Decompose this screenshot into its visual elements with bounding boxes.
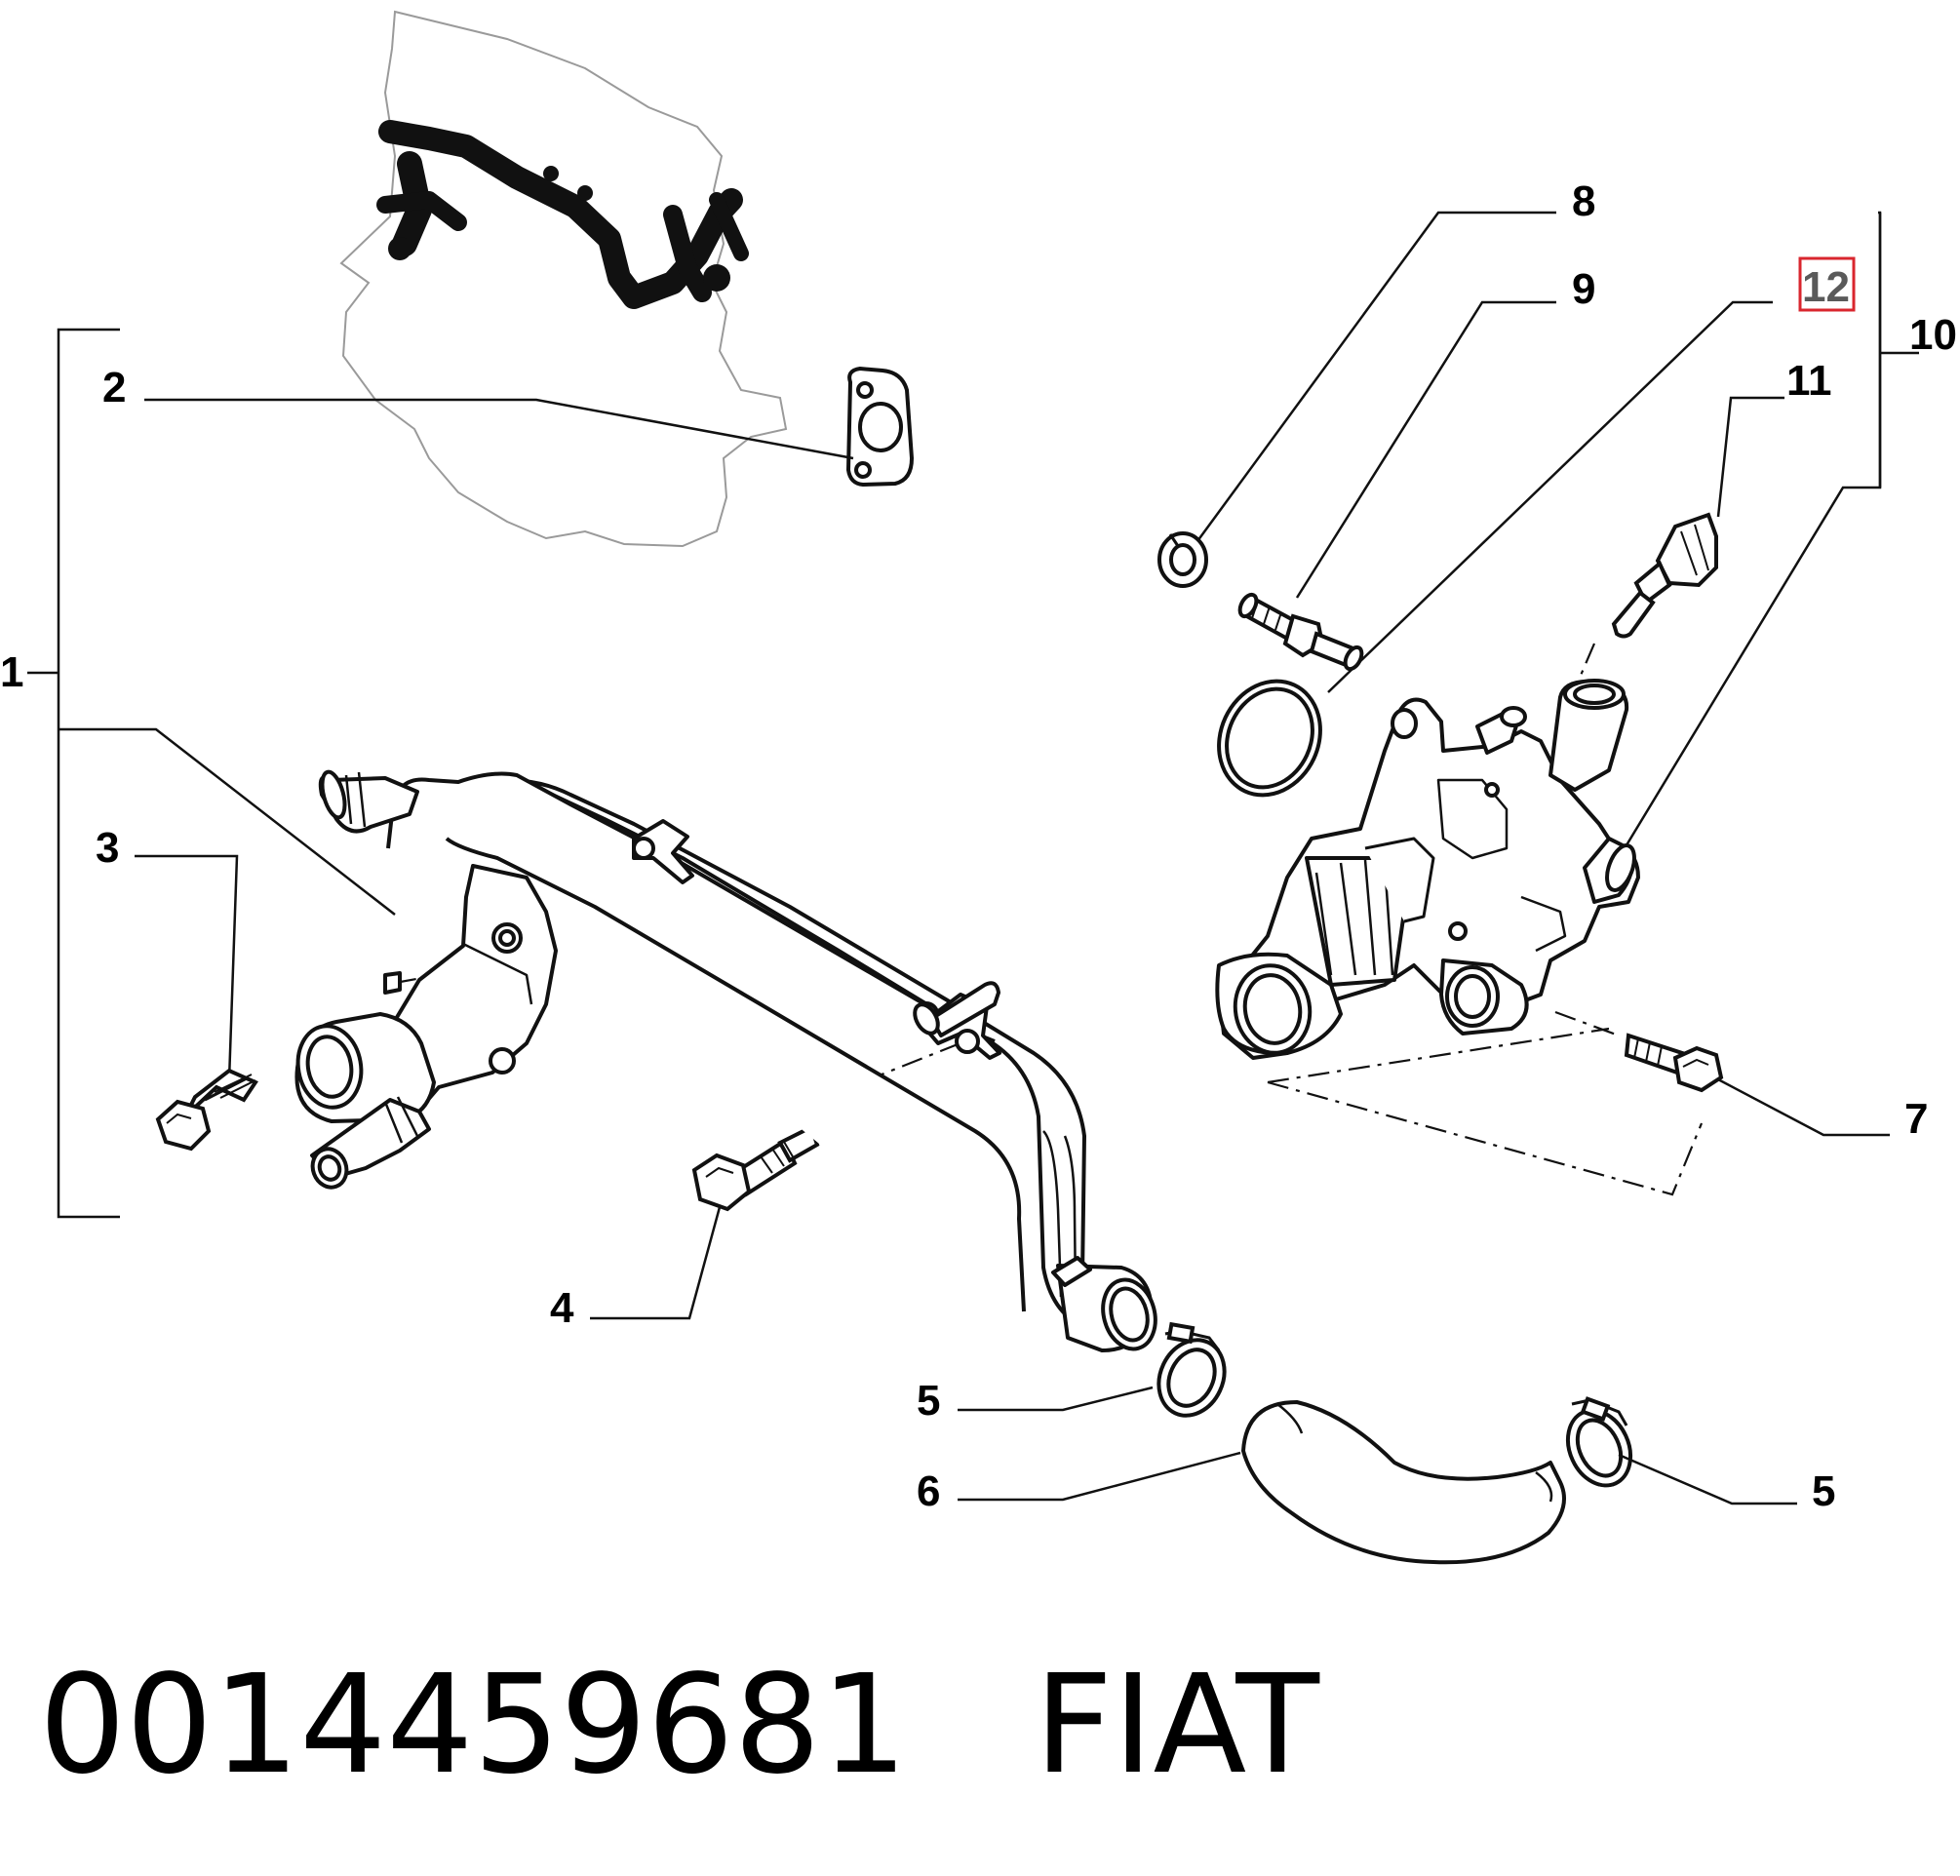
snap-ring-part-8 [1157,531,1208,588]
callout-10: 10 [1909,311,1957,359]
callout-12: 12 [1802,263,1850,311]
brand-name: FIAT [1034,1646,1319,1805]
assembly-axis-lines [394,643,1704,1196]
flange-housing-part-1 [294,864,558,1190]
leader-6 [958,1451,1241,1502]
callout-5b: 5 [1812,1467,1835,1515]
leader-11 [1716,396,1784,518]
leader-4 [590,1206,722,1320]
hose-clamp-part-5b [1565,1396,1633,1488]
callout-1: 1 [0,648,23,696]
group-bracket-1 [27,328,396,1219]
leader-10-bracket [1878,213,1919,488]
leader-2 [144,398,854,460]
bolt-part-7 [1624,1033,1724,1093]
leader-lines [135,211,1919,1505]
callout-labels: 1 2 3 4 5 6 5 7 8 9 10 11 12 [0,177,1957,1515]
callout-12-highlight-box [1798,256,1856,312]
engine-block-outline [339,10,788,548]
callout-9: 9 [1572,265,1595,313]
callout-6: 6 [917,1467,940,1515]
part-number: 0014459681 [39,1646,908,1805]
connector-part-9 [1237,592,1364,672]
bolt-part-3 [155,1068,258,1152]
hose-part-6 [1241,1400,1566,1565]
pipe-assembly-part-1 [318,769,1157,1352]
callout-11: 11 [1786,357,1832,405]
bolt-part-4 [691,1124,820,1212]
callout-7: 7 [1904,1095,1928,1143]
leader-12 [1327,300,1773,693]
part-number-caption: 0014459681 FIAT [39,1648,1319,1804]
callout-3: 3 [96,824,119,872]
engine-pipe-silhouette [376,120,749,309]
leader-7 [1715,1076,1890,1137]
callout-2: 2 [102,364,126,411]
o-ring-part-12 [1217,679,1322,798]
gasket-part-2 [845,366,915,488]
leader-5a [958,1386,1154,1412]
callout-8: 8 [1572,177,1595,225]
callout-4: 4 [550,1284,574,1332]
hose-clamp-part-5a [1156,1321,1227,1418]
leader-3 [135,854,239,1081]
thermostat-housing-part-10 [1215,679,1640,1060]
callout-5a: 5 [917,1377,940,1425]
leader-8 [1196,211,1556,542]
temperature-sensor-part-11 [1611,512,1718,639]
leader-5b [1618,1453,1797,1505]
leader-9 [1295,300,1556,599]
